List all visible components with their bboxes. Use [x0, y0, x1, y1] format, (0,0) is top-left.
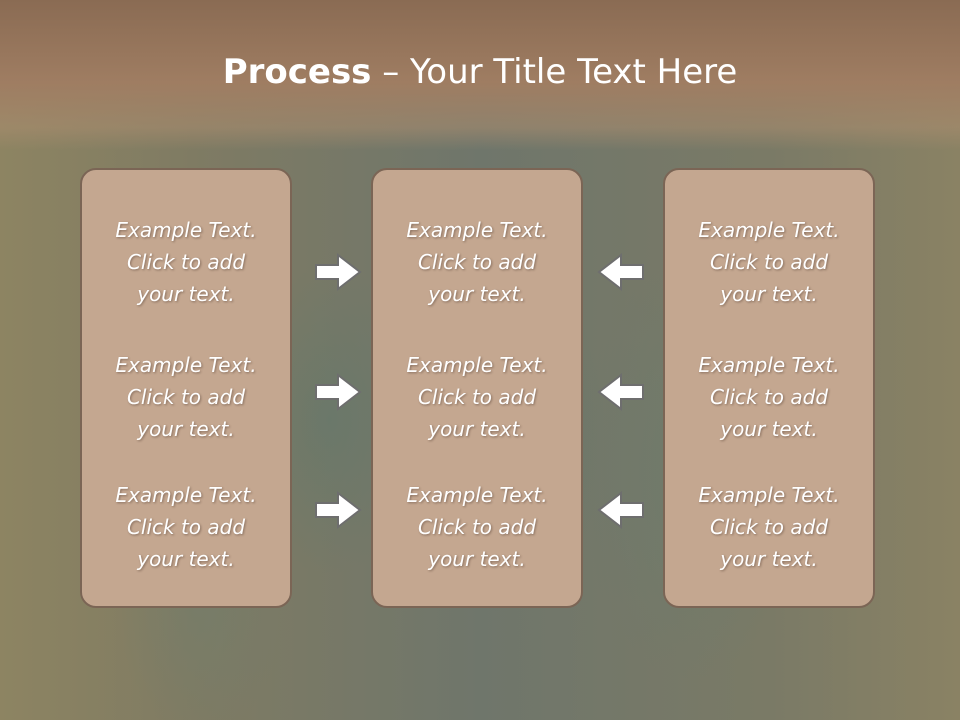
- text-block[interactable]: Example Text. Click to add your text.: [82, 349, 290, 445]
- arrow-left-icon: [597, 490, 644, 530]
- arrow-right-icon: [315, 252, 362, 292]
- text-line: your text.: [720, 547, 818, 571]
- arrow-right-icon: [315, 490, 362, 530]
- text-block[interactable]: Example Text. Click to add your text.: [82, 479, 290, 575]
- title-bold: Process: [222, 52, 372, 92]
- text-line: Example Text.: [406, 483, 548, 507]
- text-line: Example Text.: [115, 218, 257, 242]
- text-line: your text.: [428, 417, 526, 441]
- text-line: Example Text.: [698, 353, 840, 377]
- text-block[interactable]: Example Text. Click to add your text.: [373, 214, 581, 310]
- text-line: Example Text.: [698, 483, 840, 507]
- slide-title[interactable]: Process – Your Title Text Here: [0, 52, 960, 92]
- text-line: Click to add: [417, 250, 537, 274]
- arrow-left-icon: [597, 372, 644, 412]
- text-line: your text.: [428, 547, 526, 571]
- text-line: your text.: [428, 282, 526, 306]
- text-line: your text.: [137, 417, 235, 441]
- text-line: Example Text.: [115, 353, 257, 377]
- text-line: your text.: [720, 282, 818, 306]
- text-line: Click to add: [709, 385, 829, 409]
- text-block[interactable]: Example Text. Click to add your text.: [82, 214, 290, 310]
- text-line: Click to add: [126, 385, 246, 409]
- text-line: Click to add: [709, 250, 829, 274]
- text-panel-left[interactable]: Example Text. Click to add your text. Ex…: [80, 168, 292, 608]
- text-block[interactable]: Example Text. Click to add your text.: [373, 479, 581, 575]
- text-block[interactable]: Example Text. Click to add your text.: [373, 349, 581, 445]
- arrow-right-icon: [315, 372, 362, 412]
- text-block[interactable]: Example Text. Click to add your text.: [665, 349, 873, 445]
- text-line: your text.: [137, 547, 235, 571]
- text-line: Click to add: [126, 250, 246, 274]
- text-line: Click to add: [417, 515, 537, 539]
- text-line: your text.: [720, 417, 818, 441]
- text-line: Example Text.: [115, 483, 257, 507]
- arrow-left-icon: [597, 252, 644, 292]
- text-line: Example Text.: [698, 218, 840, 242]
- text-block[interactable]: Example Text. Click to add your text.: [665, 214, 873, 310]
- text-line: Click to add: [126, 515, 246, 539]
- text-panel-right[interactable]: Example Text. Click to add your text. Ex…: [663, 168, 875, 608]
- text-block[interactable]: Example Text. Click to add your text.: [665, 479, 873, 575]
- title-rest: – Your Title Text Here: [371, 52, 738, 92]
- text-line: your text.: [137, 282, 235, 306]
- text-panel-center[interactable]: Example Text. Click to add your text. Ex…: [371, 168, 583, 608]
- text-line: Click to add: [417, 385, 537, 409]
- text-line: Example Text.: [406, 353, 548, 377]
- title-bar: [0, 0, 960, 150]
- text-line: Example Text.: [406, 218, 548, 242]
- text-line: Click to add: [709, 515, 829, 539]
